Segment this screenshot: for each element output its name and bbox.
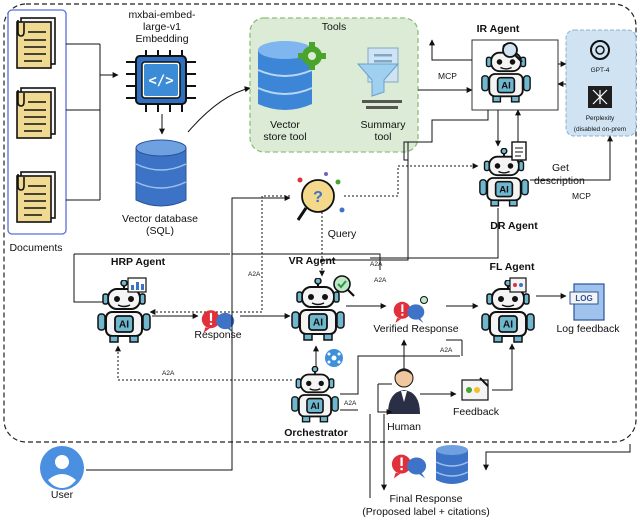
embedding-chip: mxbai-embed- large-v1 Embedding </> <box>126 9 196 112</box>
tools-title: Tools <box>322 21 347 33</box>
a2a-orchestrator-label: A2A <box>344 400 357 407</box>
query-label: Query <box>328 228 357 240</box>
check-magnifier-icon <box>333 275 355 297</box>
perplexity-label: Perplexity <box>586 115 615 122</box>
human-label: Human <box>387 421 421 433</box>
robot-badge-text: AI <box>499 185 509 196</box>
a2a-orchestrator-left-label: A2A <box>162 370 175 377</box>
user-node: User <box>40 446 84 501</box>
query-node: ? Query <box>296 172 357 240</box>
network-icon <box>325 349 343 367</box>
robot-badge-text: AI <box>310 401 319 411</box>
robot-badge-text: AI <box>119 320 129 331</box>
small-magnifier-icon <box>420 296 428 304</box>
verified-response-icon <box>393 301 425 324</box>
document-icon-3 <box>16 171 56 223</box>
a2a-verified-label: A2A <box>440 347 453 354</box>
fl-agent-label: FL Agent <box>490 261 535 273</box>
a2a-hrp-label: A2A <box>248 271 261 278</box>
tools-box: Tools Vector store tool Summary tool <box>249 17 419 153</box>
final-response-node: Final Response (Proposed label + citatio… <box>362 445 490 518</box>
ir-agent: IR Agent AI <box>471 23 559 111</box>
documents-group: Documents <box>7 9 67 254</box>
settings-panel-icon <box>509 277 527 293</box>
vector-database: Vector database (SQL) <box>122 139 198 237</box>
ir-agent-label: IR Agent <box>477 23 520 35</box>
response-label: Response <box>194 329 241 341</box>
dr-agent-label: DR Agent <box>490 220 538 232</box>
gpt-label: GPT-4 <box>591 67 610 74</box>
get-description-label-2: description <box>534 175 585 187</box>
fl-agent: FL Agent AI <box>481 261 535 343</box>
hrp-agent-label: HRP Agent <box>111 256 166 268</box>
document-icon-2 <box>16 87 56 139</box>
final-response-label-2: (Proposed label + citations) <box>362 506 490 518</box>
feedback-label: Feedback <box>453 406 500 418</box>
mcp-ir-label: MCP <box>438 71 457 81</box>
chart-icon <box>127 277 147 293</box>
summary-tool-label-1: Summary <box>361 119 407 131</box>
log-badge: LOG <box>575 294 592 303</box>
log-feedback-icon: LOG <box>569 283 605 321</box>
perplexity-note: (disabled on-prem <box>574 126 626 133</box>
documents-label: Documents <box>9 242 62 254</box>
orchestrator-label: Orchestrator <box>284 427 348 439</box>
robot-badge-text: AI <box>501 81 511 92</box>
llm-box: GPT-4 Perplexity (disabled on-prem <box>565 29 637 137</box>
a2a-top-label: A2A <box>374 277 387 284</box>
clipboard-icon <box>511 141 527 161</box>
summary-tool-icon <box>356 47 402 109</box>
final-database-icon <box>435 445 469 484</box>
summary-tool-label-2: tool <box>375 131 392 143</box>
vector-tool-label-1: Vector <box>270 119 300 131</box>
final-response-label-1: Final Response <box>390 493 463 505</box>
document-icon-1 <box>16 17 56 69</box>
code-icon: </> <box>148 73 173 89</box>
vr-agent-label: VR Agent <box>289 255 336 267</box>
embedding-label-1: mxbai-embed- <box>128 9 196 21</box>
vr-agent: VR Agent AI <box>289 255 355 341</box>
system-boundary <box>3 3 637 443</box>
vector-tool-label-2: store tool <box>263 131 306 143</box>
feedback-node: Feedback <box>453 377 500 418</box>
dr-agent: AI DR Agent <box>478 141 538 232</box>
magnifier-icon <box>502 42 523 63</box>
robot-badge-text: AI <box>313 318 323 329</box>
orchestrator-robot-icon <box>290 366 340 423</box>
database-label-1: Vector database <box>122 213 198 225</box>
robot-badge-text: AI <box>503 320 513 331</box>
verified-response-label: Verified Response <box>373 323 458 335</box>
human-node: Human <box>387 368 421 433</box>
orchestrator-agent: AI Orchestrator <box>284 349 348 439</box>
question-icon: ? <box>313 189 323 206</box>
embedding-label-2: large-v1 <box>143 21 181 33</box>
log-feedback-label: Log feedback <box>556 323 620 335</box>
gear-icon <box>298 42 326 70</box>
mcp-dr-label: MCP <box>572 191 591 201</box>
a2a-vr-label: A2A <box>370 261 383 268</box>
hrp-agent: HRP Agent AI <box>97 256 166 343</box>
get-description-label-1: Get <box>552 162 569 174</box>
database-label-2: (SQL) <box>146 225 174 237</box>
gpt-icon <box>590 40 610 60</box>
user-label: User <box>51 489 74 501</box>
final-response-icon <box>391 454 427 479</box>
embedding-label-3: Embedding <box>135 33 188 45</box>
